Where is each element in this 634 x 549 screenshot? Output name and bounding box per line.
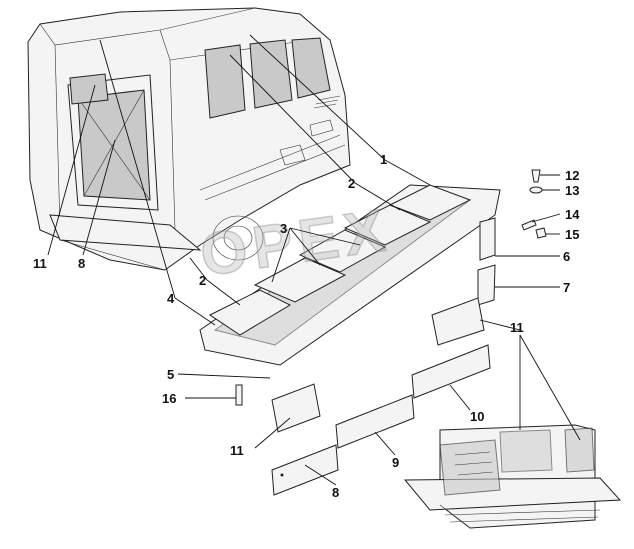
interior-inset-drawing [403, 424, 622, 529]
callout-labels: 1 2 2 3 4 5 6 7 8 8 9 10 11 11 11 12 13 … [33, 152, 580, 500]
callout-11: 11 [510, 320, 524, 335]
callout-5: 5 [167, 367, 174, 382]
callout-2: 2 [199, 273, 206, 288]
callout-3: 3 [280, 221, 287, 236]
callout-4: 4 [167, 291, 175, 306]
loose-panels-drawing [235, 297, 491, 496]
van-body-drawing [27, 7, 351, 271]
callout-2: 2 [348, 176, 355, 191]
callout-9: 9 [392, 455, 399, 470]
callout-16: 16 [162, 391, 176, 406]
callout-11: 11 [230, 443, 244, 458]
callout-8: 8 [332, 485, 339, 500]
callout-12: 12 [565, 168, 579, 183]
callout-6: 6 [563, 249, 570, 264]
callout-13: 13 [565, 183, 579, 198]
callout-10: 10 [470, 409, 484, 424]
callout-11: 11 [33, 256, 47, 271]
callout-14: 14 [565, 207, 580, 222]
callout-8: 8 [78, 256, 85, 271]
leader-lines [47, 34, 581, 486]
fasteners-drawing [521, 169, 547, 239]
callout-1: 1 [380, 152, 387, 167]
callout-15: 15 [565, 227, 579, 242]
callout-7: 7 [563, 280, 570, 295]
floor-mats-drawing [199, 184, 501, 366]
